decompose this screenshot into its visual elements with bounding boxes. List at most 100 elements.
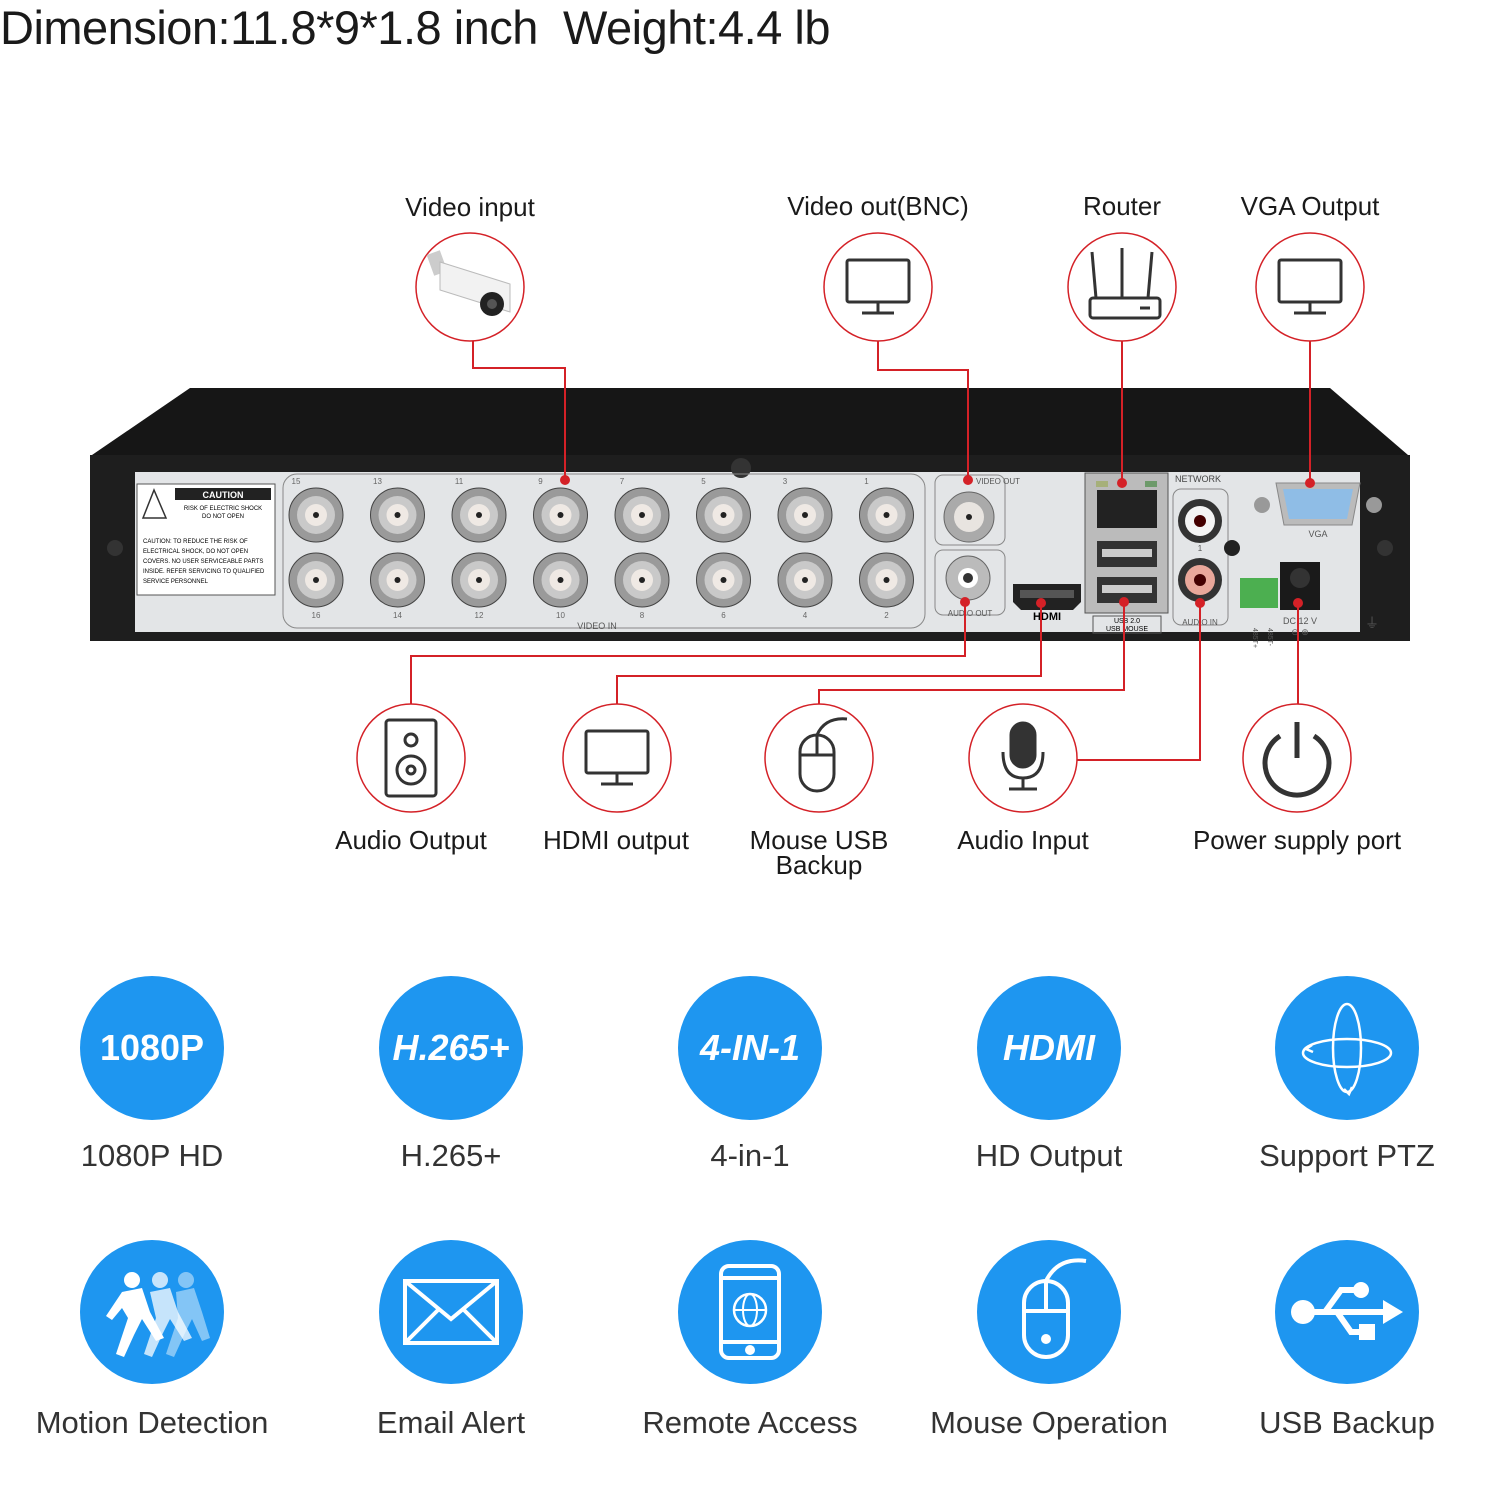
monitor-icon: [584, 729, 650, 786]
rs485-plus-label: 485T+: [1251, 628, 1258, 648]
bnc-video-input-port[interactable]: [614, 487, 670, 543]
channel-number: 6: [721, 611, 726, 620]
feature-badge-text: 4-IN-1: [699, 1027, 801, 1068]
channel-number: 12: [475, 611, 484, 620]
bnc-video-input-port[interactable]: [288, 552, 344, 608]
channel-number: 9: [538, 477, 543, 486]
running-people-feature-badge: [80, 1240, 224, 1384]
smartphone-globe-feature-badge: [678, 1240, 822, 1384]
caution-label: CAUTION RISK OF ELECTRIC SHOCK DO NOT OP…: [136, 483, 276, 596]
rca-port-white[interactable]: [1178, 499, 1222, 543]
ground-icon: ⏚: [1365, 615, 1379, 631]
power-icon: [1262, 722, 1332, 798]
feature-label: Mouse Operation: [930, 1405, 1168, 1440]
hdmi-output-callout: [562, 703, 672, 813]
connector-dots: [560, 475, 1315, 608]
channel-number: 14: [393, 611, 402, 620]
audio-output-callout: [356, 703, 466, 813]
bnc-video-input-port[interactable]: [370, 552, 425, 608]
caution-sub1: RISK OF ELECTRIC SHOCK: [184, 506, 262, 512]
feature-badge: HDMI: [977, 976, 1121, 1120]
caution-sub2: DO NOT OPEN: [202, 514, 244, 520]
feature-label: Remote Access: [642, 1405, 858, 1440]
bnc-video-input-port[interactable]: [370, 487, 425, 543]
audio-in-rca-port[interactable]: [1178, 558, 1222, 602]
usb-icon: [1287, 1272, 1407, 1352]
hdmi-port[interactable]: [1013, 584, 1081, 610]
audio-input-label: Audio Input: [957, 825, 1089, 855]
feature-label: 1080P HD: [80, 1138, 224, 1173]
feature-badge-text: 1080P: [99, 1027, 205, 1068]
channel-number: 13: [373, 477, 382, 486]
bnc-video-input-port[interactable]: [777, 487, 833, 543]
caution-body-line: INSIDE. REFER SERVICING TO QUALIFIED: [143, 569, 265, 575]
monitor-icon: [1277, 258, 1343, 315]
bnc-video-input-port[interactable]: [777, 552, 833, 608]
rs485-terminal[interactable]: [1240, 578, 1278, 608]
power-supply-label: Power supply port: [1192, 825, 1402, 855]
smartphone-globe-icon: [715, 1262, 785, 1362]
feature-label: 4-in-1: [710, 1138, 790, 1173]
vga-output-label: VGA Output: [1240, 191, 1380, 221]
bnc-video-input-port[interactable]: [614, 552, 670, 608]
caution-body-line: SERVICE PERSONNEL: [143, 579, 209, 585]
usb-port[interactable]: [1097, 541, 1157, 567]
mouse-icon: [798, 717, 848, 793]
polarity-label: ⊖ ⊕: [1291, 627, 1309, 637]
usb-label: USB 2.0: [1114, 618, 1140, 625]
feature-badge: H.265+: [379, 976, 523, 1120]
dc-label: DC 12 V: [1283, 616, 1317, 626]
channel-number: 4: [803, 611, 808, 620]
feature-badge-text: H.265+: [392, 1027, 510, 1068]
feature-label: H.265+: [400, 1138, 502, 1173]
audio-in-number: 1: [1198, 544, 1203, 553]
video-out-callout: [823, 232, 933, 342]
mouse-feature-badge: [977, 1240, 1121, 1384]
ptz-rotation-icon: [1292, 993, 1402, 1103]
video-input-label: Video input: [405, 192, 535, 222]
bnc-video-input-port[interactable]: [288, 487, 344, 543]
vga-port[interactable]: [1254, 482, 1382, 526]
bnc-video-input-port[interactable]: [533, 552, 588, 608]
envelope-icon: [401, 1277, 501, 1347]
vga-output-callout: [1255, 232, 1365, 342]
feature-label: HD Output: [975, 1138, 1123, 1173]
channel-number: 8: [640, 611, 645, 620]
router-icon: [1088, 248, 1162, 320]
bnc-video-input-port[interactable]: [451, 552, 507, 608]
bnc-video-input-port[interactable]: [696, 487, 751, 543]
hdmi-label: HDMI: [1033, 611, 1061, 623]
channel-number: 16: [312, 611, 321, 620]
feature-badge: 4-IN-1: [678, 976, 822, 1120]
video-out-bnc-label: Video out(BNC): [787, 191, 969, 221]
running-people-icon: [92, 1262, 212, 1362]
bnc-video-input-port[interactable]: [696, 552, 751, 608]
dvr-connection-diagram: CAUTION RISK OF ELECTRIC SHOCK DO NOT OP…: [90, 232, 1410, 813]
bnc-video-input-port[interactable]: [859, 552, 914, 608]
channel-number: 15: [292, 477, 301, 486]
caution-body-line: CAUTION: TO REDUCE THE RISK OF: [143, 539, 248, 545]
audio-out-rca-port[interactable]: [945, 555, 991, 601]
ptz-rotation-feature-badge: [1275, 976, 1419, 1120]
mouse-usb-callout: [764, 703, 874, 813]
channel-number: 3: [783, 477, 788, 486]
channel-number: 10: [556, 611, 565, 620]
caution-title: CAUTION: [203, 490, 244, 500]
bnc-video-input-port[interactable]: [533, 487, 588, 543]
video-in-label: VIDEO IN: [577, 621, 617, 631]
bnc-video-input-port[interactable]: [859, 487, 914, 543]
bnc-video-input-port[interactable]: [451, 487, 507, 543]
feature-label: USB Backup: [1259, 1405, 1435, 1440]
caution-body-line: COVERS. NO USER SERVICEABLE PARTS: [143, 559, 263, 565]
video-out-label: VIDEO OUT: [976, 477, 1020, 486]
channel-number: 1: [864, 477, 869, 486]
usb-feature-badge: [1275, 1240, 1419, 1384]
feature-label: Support PTZ: [1259, 1138, 1435, 1173]
channel-number: 11: [455, 477, 464, 486]
ethernet-port[interactable]: [1096, 481, 1157, 528]
video-out-bnc-port[interactable]: [943, 491, 995, 543]
dvr-device: CAUTION RISK OF ELECTRIC SHOCK DO NOT OP…: [90, 388, 1410, 648]
